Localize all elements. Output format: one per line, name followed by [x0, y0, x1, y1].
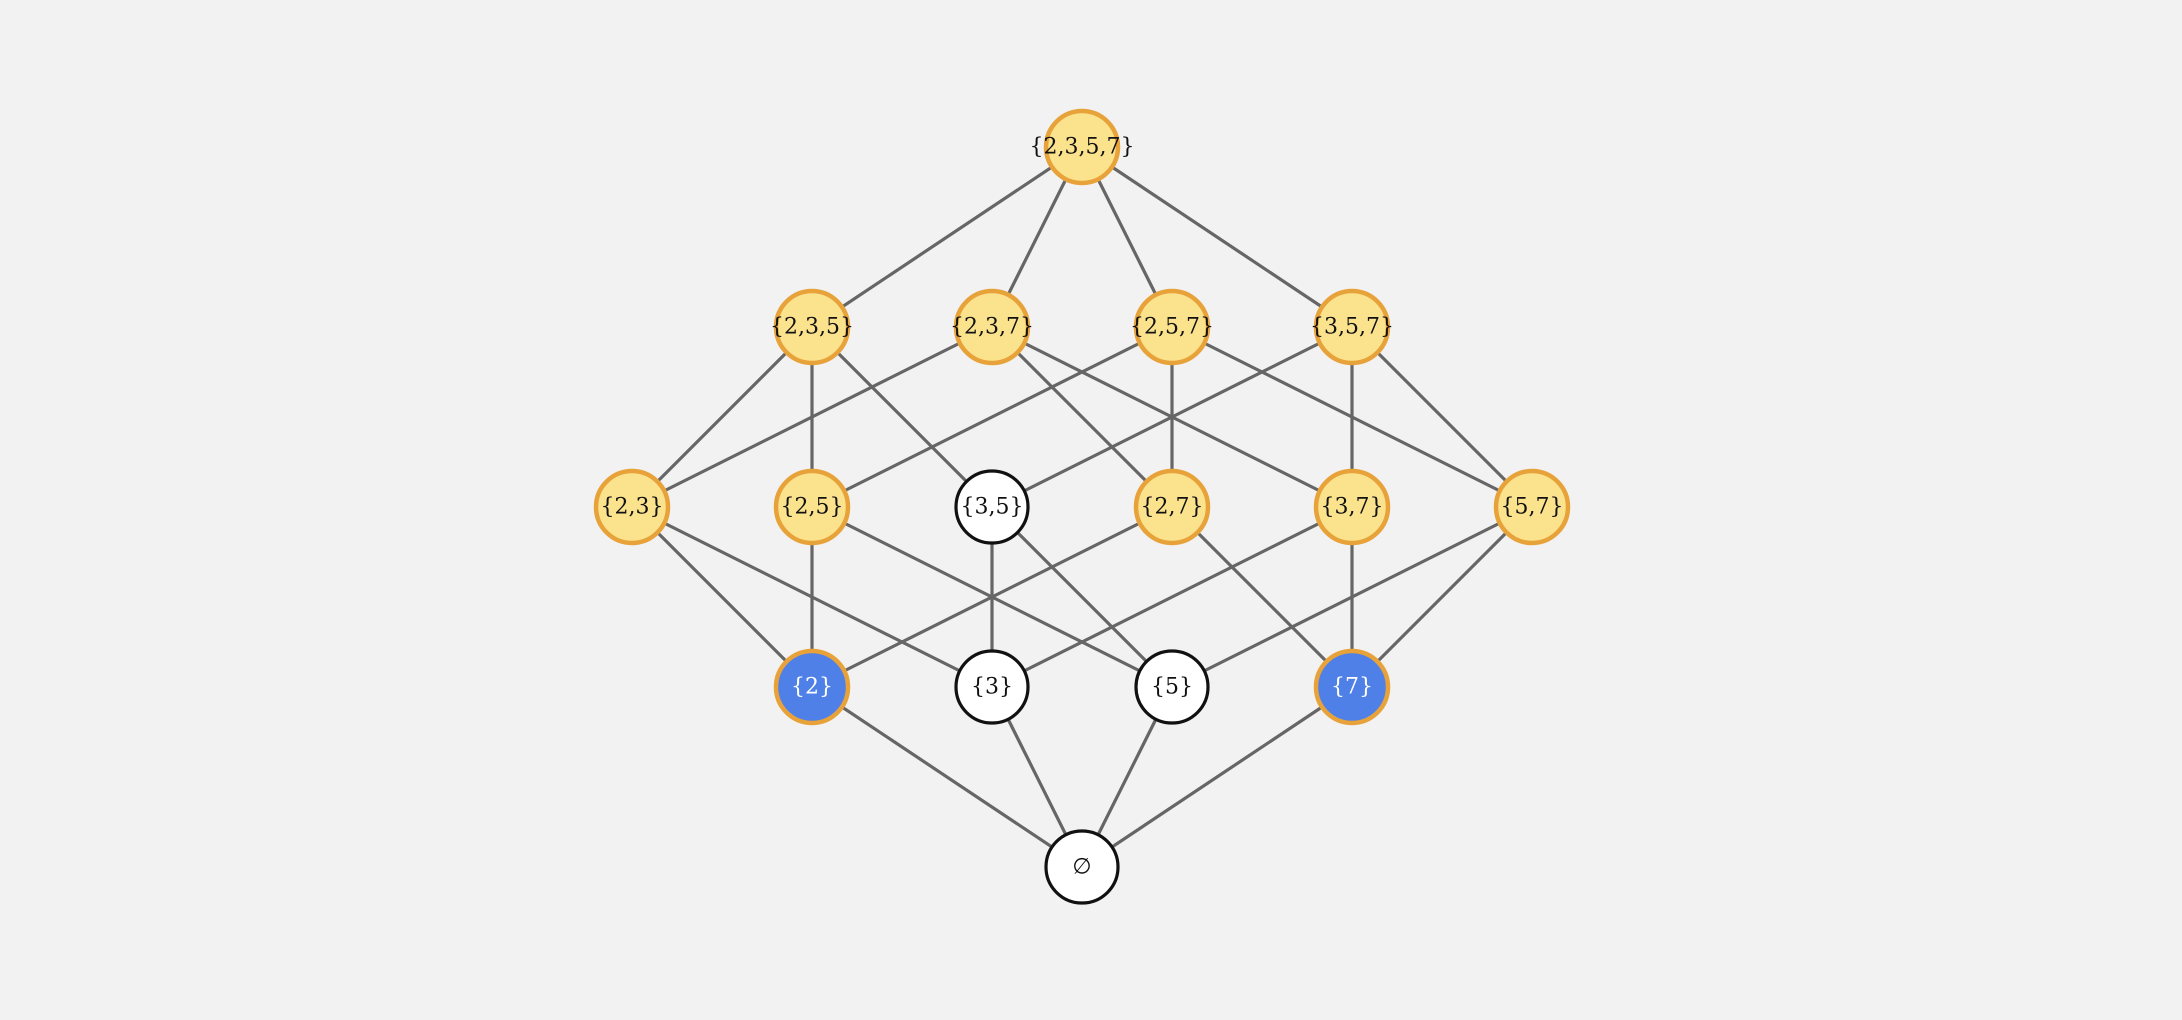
node-circle[interactable] — [593, 468, 671, 546]
node-circle[interactable] — [773, 468, 851, 546]
node-n37[interactable]: {3,7} — [1313, 468, 1391, 546]
edge-n235-n23 — [630, 325, 814, 509]
node-label: {3,5} — [961, 495, 1024, 520]
node-label: {2,3,5} — [770, 315, 854, 340]
edge-n357-n35 — [991, 325, 1353, 509]
node-circle[interactable] — [1493, 468, 1571, 546]
node-label: {2} — [791, 675, 833, 700]
node-circle[interactable] — [773, 648, 851, 726]
node-circle[interactable] — [954, 469, 1030, 545]
edges-layer — [630, 145, 1534, 869]
node-circle[interactable] — [954, 649, 1030, 725]
node-n57[interactable]: {5,7} — [1493, 468, 1571, 546]
nodes-layer: {2,3,5,7} {2,3,5} {2,3,7} {2,5,7} {3,5,7} {2,… — [593, 108, 1571, 905]
edge-n257-n25 — [811, 325, 1173, 509]
node-label: {3} — [971, 675, 1013, 700]
node-nempty[interactable]: ∅ — [1044, 829, 1120, 905]
edge-n23-n2 — [630, 505, 814, 689]
node-circle[interactable] — [953, 288, 1031, 366]
node-n2357[interactable]: {2,3,5,7} — [1030, 108, 1135, 186]
node-label: ∅ — [1072, 855, 1091, 880]
edge-n35-n5 — [990, 505, 1174, 689]
edge-n37-n3 — [991, 505, 1353, 689]
node-label: {2,3} — [601, 495, 664, 520]
edge-n2357-n357 — [1081, 145, 1353, 329]
node-label: {3,5,7} — [1310, 315, 1394, 340]
node-n2[interactable]: {2} — [773, 648, 851, 726]
node-label: {5} — [1151, 675, 1193, 700]
node-n235[interactable]: {2,3,5} — [770, 288, 854, 366]
node-label: {7} — [1331, 675, 1373, 700]
node-circle[interactable] — [1043, 108, 1121, 186]
node-label: {3,7} — [1321, 495, 1384, 520]
node-circle[interactable] — [1313, 468, 1391, 546]
edge-n7-nempty — [1081, 685, 1353, 869]
node-n237[interactable]: {2,3,7} — [950, 288, 1034, 366]
node-n35[interactable]: {3,5} — [954, 469, 1030, 545]
node-n3[interactable]: {3} — [954, 649, 1030, 725]
node-label: {5,7} — [1501, 495, 1564, 520]
node-label: {2,5,7} — [1130, 315, 1214, 340]
node-n257[interactable]: {2,5,7} — [1130, 288, 1214, 366]
node-circle[interactable] — [1313, 648, 1391, 726]
node-circle[interactable] — [1133, 468, 1211, 546]
node-n23[interactable]: {2,3} — [593, 468, 671, 546]
edge-n237-n27 — [990, 325, 1174, 509]
node-n357[interactable]: {3,5,7} — [1310, 288, 1394, 366]
node-label: {2,3,5,7} — [1030, 135, 1135, 160]
node-n5[interactable]: {5} — [1134, 649, 1210, 725]
edge-n2-nempty — [811, 685, 1083, 869]
edge-n2357-n235 — [811, 145, 1083, 329]
node-circle[interactable] — [773, 288, 851, 366]
node-n27[interactable]: {2,7} — [1133, 468, 1211, 546]
node-n7[interactable]: {7} — [1313, 648, 1391, 726]
edge-n27-n7 — [1170, 505, 1354, 689]
edge-n237-n23 — [631, 325, 993, 509]
node-label: {2,5} — [781, 495, 844, 520]
edge-n27-n2 — [811, 505, 1173, 689]
node-label: {2,7} — [1141, 495, 1204, 520]
node-circle[interactable] — [1134, 649, 1210, 725]
edge-n57-n5 — [1171, 505, 1533, 689]
node-circle[interactable] — [1133, 288, 1211, 366]
edge-n357-n57 — [1350, 325, 1534, 509]
node-circle[interactable] — [1044, 829, 1120, 905]
node-n25[interactable]: {2,5} — [773, 468, 851, 546]
edge-n57-n7 — [1350, 505, 1534, 689]
edge-n235-n35 — [810, 325, 994, 509]
node-label: {2,3,7} — [950, 315, 1034, 340]
node-circle[interactable] — [1313, 288, 1391, 366]
